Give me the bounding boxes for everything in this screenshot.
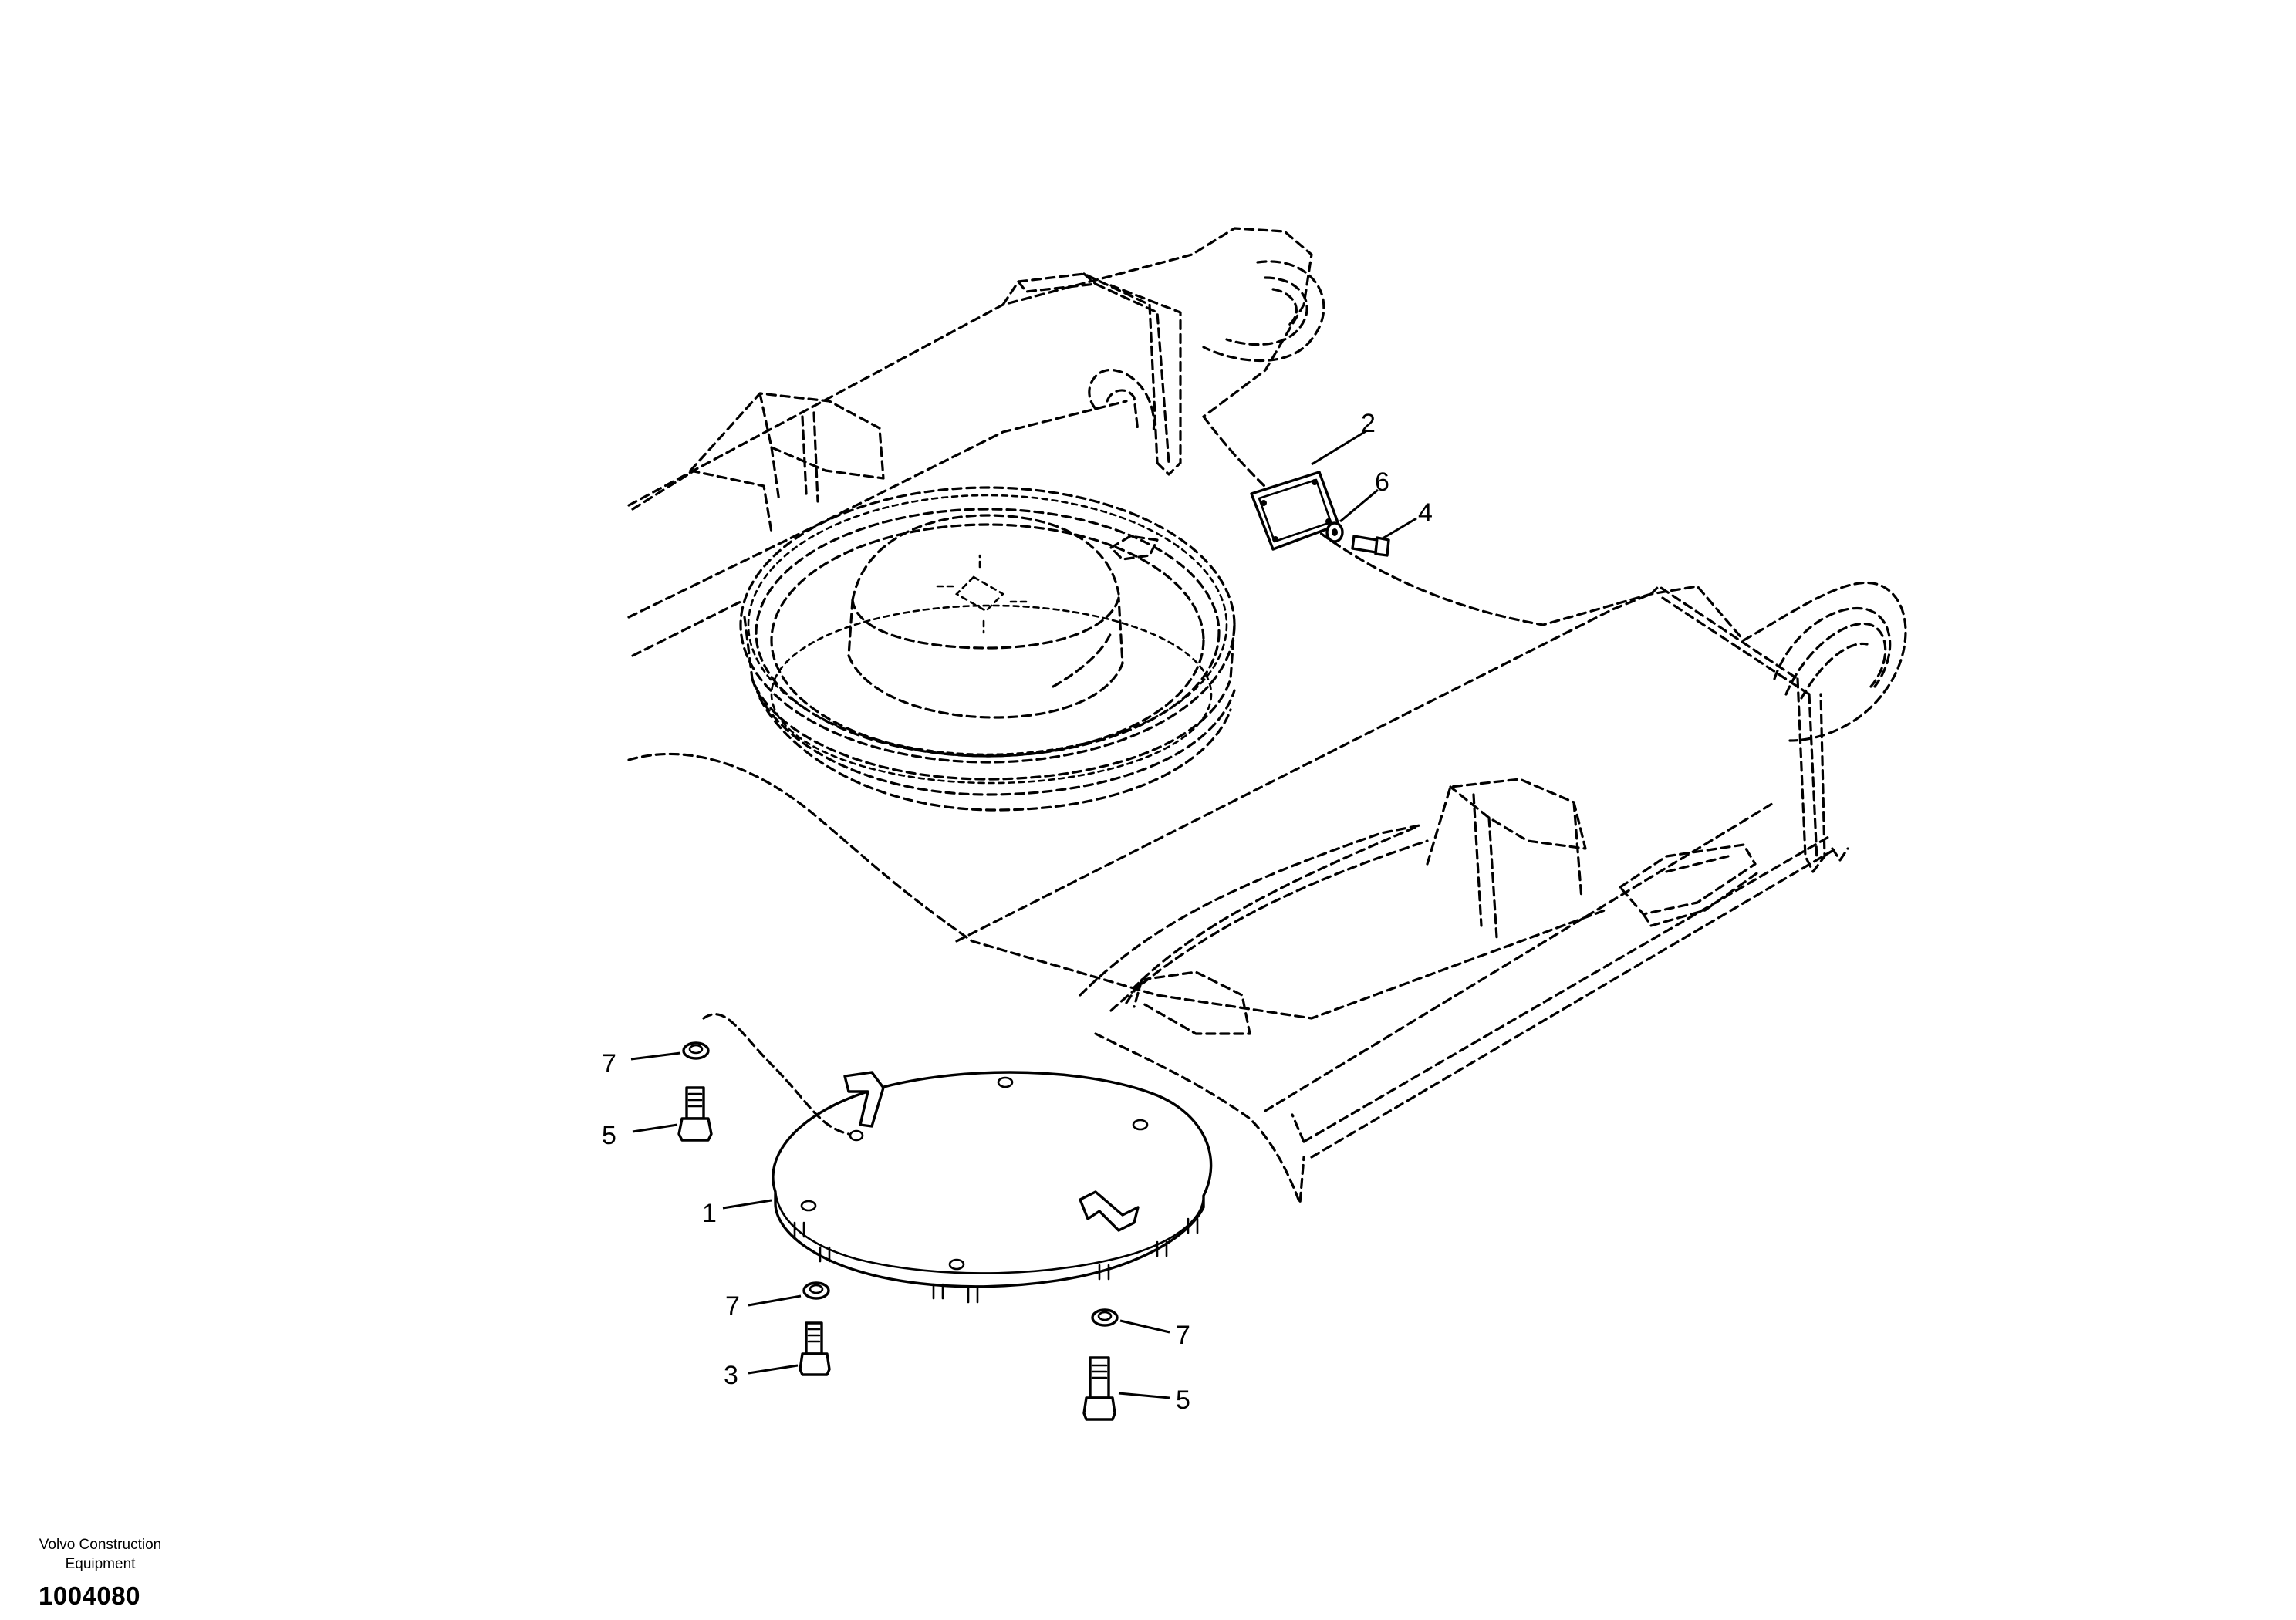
callout-7-upper: 7 [602, 1049, 616, 1078]
figure-number: 1004080 [39, 1581, 140, 1610]
company-line-2: Equipment [65, 1556, 136, 1572]
callout-2: 2 [1361, 409, 1376, 438]
callout-5-upper: 5 [602, 1121, 616, 1150]
callout-1: 1 [702, 1199, 717, 1228]
screw-4 [1351, 535, 1390, 557]
washer-6 [1325, 521, 1344, 543]
washer-7-middle [802, 1281, 830, 1300]
undercarriage-frame-outline [627, 227, 1907, 1205]
company-line-1: Volvo Construction [39, 1537, 162, 1553]
bolt-3 [799, 1321, 831, 1376]
callout-5-lower: 5 [1176, 1385, 1190, 1415]
leader-lines [630, 429, 1417, 1399]
washer-7-right [1091, 1308, 1119, 1327]
callout-7-middle: 7 [725, 1291, 740, 1321]
callout-4: 4 [1418, 498, 1433, 528]
slewing-ring-outline [739, 486, 1236, 812]
company-name: Volvo Construction Equipment [15, 1535, 185, 1574]
bolt-5-lower [1082, 1356, 1116, 1421]
callout-6: 6 [1375, 467, 1389, 497]
cover-plate [702, 1013, 1213, 1304]
bolt-5-upper [677, 1086, 713, 1142]
callout-7-right: 7 [1176, 1321, 1190, 1350]
callout-labels: 2 6 4 7 5 1 7 3 7 5 [602, 409, 1433, 1415]
callout-3: 3 [724, 1361, 738, 1390]
washer-7-upper [682, 1041, 710, 1060]
